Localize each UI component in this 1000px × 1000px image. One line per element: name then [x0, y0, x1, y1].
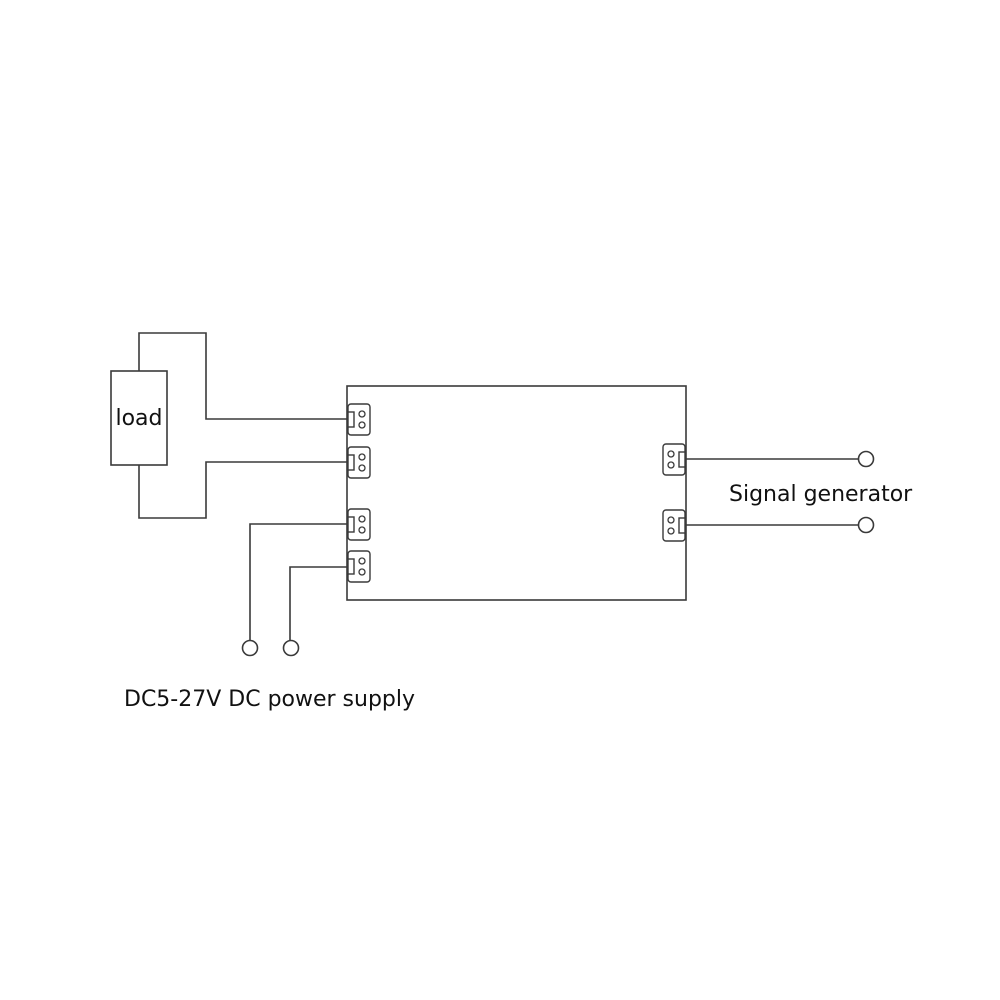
power-terminal-node [241, 639, 259, 657]
screw-terminal [347, 403, 371, 436]
power-wire-2 [289, 566, 347, 641]
signal-terminal-node [857, 516, 875, 534]
screw-terminal [662, 509, 686, 542]
screw-terminal [662, 443, 686, 476]
power-supply-label: DC5-27V DC power supply [124, 687, 415, 712]
module-board [346, 385, 687, 601]
signal-generator-label: Signal generator [729, 482, 913, 507]
load-box [110, 370, 168, 466]
signal-terminal-node [857, 450, 875, 468]
load-wire-top [138, 332, 347, 420]
load-wire-bottom [138, 461, 347, 519]
screw-terminal [347, 446, 371, 479]
screw-terminal [347, 508, 371, 541]
load-label: load [115, 406, 162, 431]
screw-terminal [347, 550, 371, 583]
power-terminal-node [282, 639, 300, 657]
power-wire-1 [249, 523, 347, 641]
